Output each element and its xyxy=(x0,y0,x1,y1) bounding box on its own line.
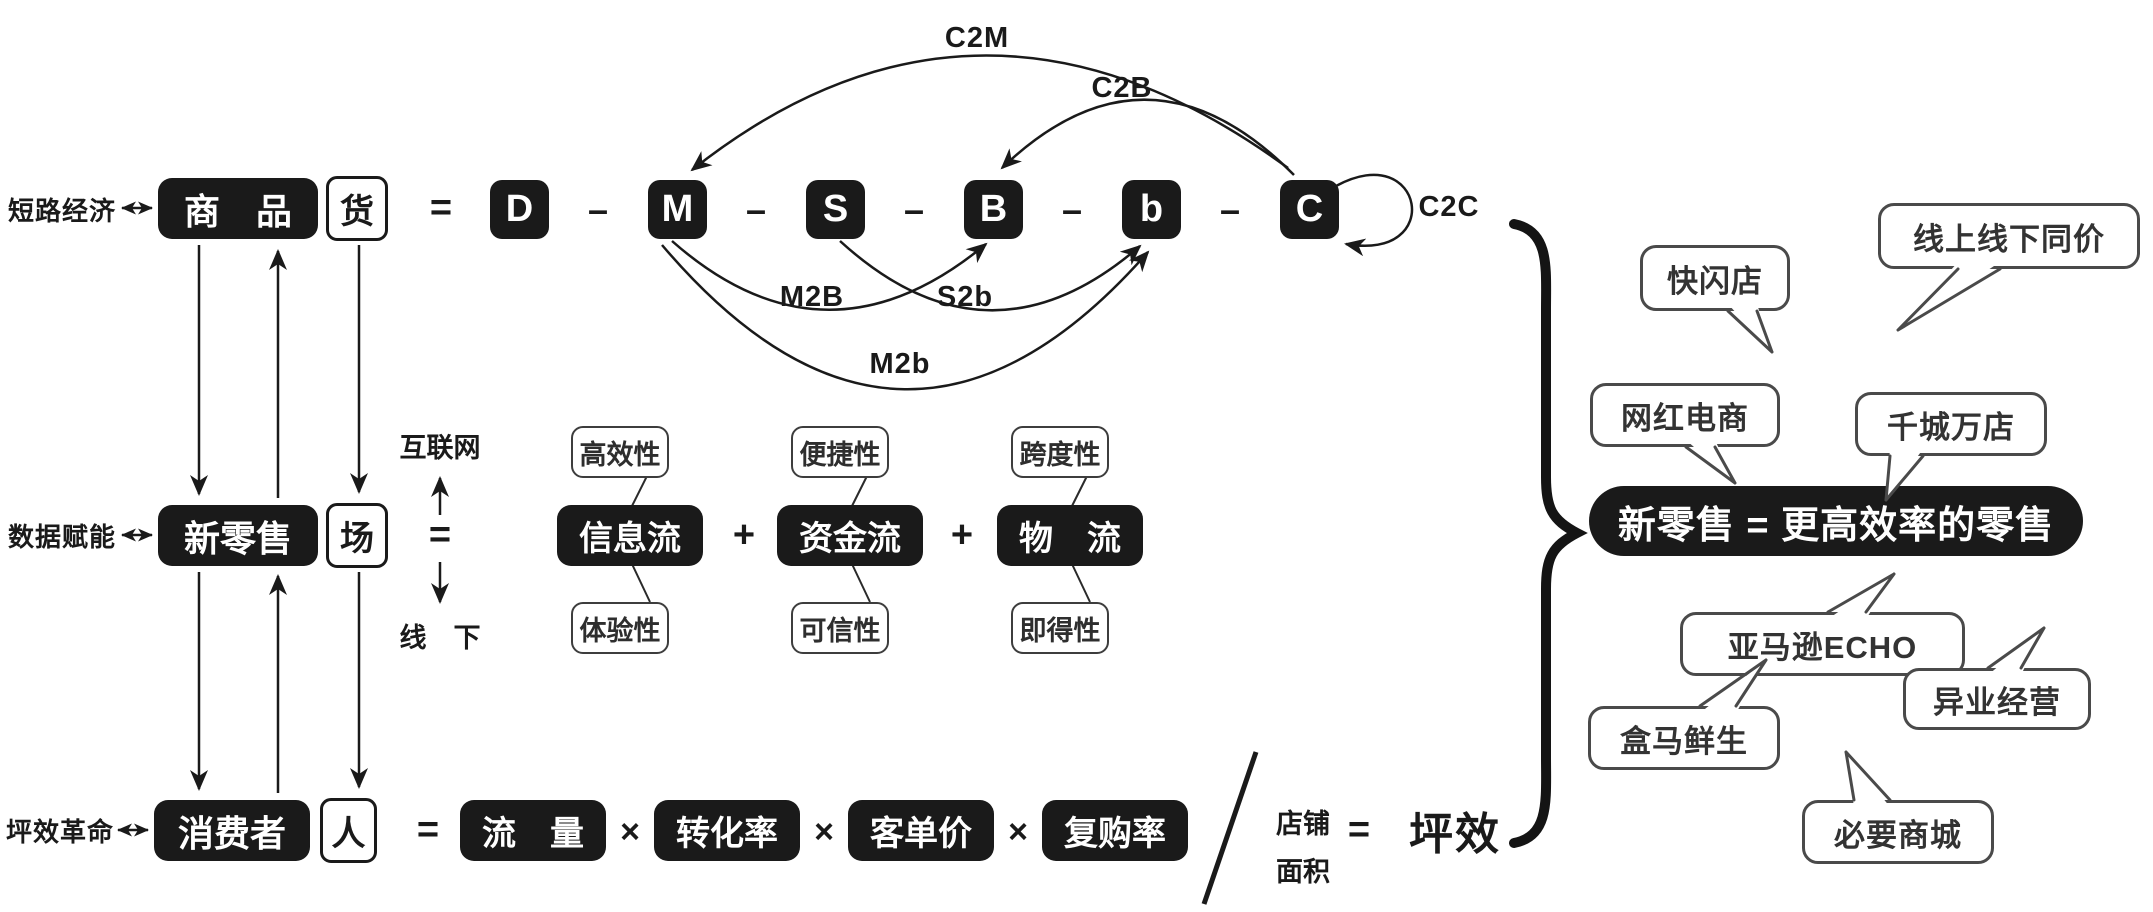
metric-box-repurchase: 复购率 xyxy=(1042,800,1188,861)
arc-m2b-upper xyxy=(671,240,988,311)
letter-dash-0: – xyxy=(587,189,609,230)
arc-c2b xyxy=(1000,98,1295,176)
flow-box-logistics: 物 流 xyxy=(997,505,1143,566)
bubble-same-price-online-offline: 线上线下同价 xyxy=(1878,203,2140,269)
attr-bubble-top-info: 高效性 xyxy=(571,426,669,478)
letter-box-B: B xyxy=(964,180,1023,239)
curly-brace xyxy=(1509,219,1588,848)
conclusion-pill: 新零售 = 更高效率的零售 xyxy=(1589,486,2083,556)
bubble-thousand-city-shops: 千城万店 xyxy=(1855,392,2047,456)
times-sign-1: × xyxy=(814,812,834,851)
connector-info-top xyxy=(631,473,649,507)
bubble-cross-industry: 异业经营 xyxy=(1903,668,2091,730)
divisor-store: 店铺 xyxy=(1276,808,1330,839)
bubble-biyao-mall: 必要商城 xyxy=(1802,800,1994,864)
equals-result: = xyxy=(1347,808,1371,851)
bubble-amazon-echo: 亚马逊ECHO xyxy=(1680,612,1965,676)
connector-logistics-top xyxy=(1071,473,1089,507)
equals-mid: = xyxy=(428,513,452,556)
goods-box: 商 品 xyxy=(158,178,318,239)
letter-dash-1: – xyxy=(745,189,767,230)
label-short-circuit-economy: 短路经济 xyxy=(7,195,116,226)
arc-label-m2b-lower: M2b xyxy=(869,347,931,380)
label-data-empowerment: 数据赋能 xyxy=(7,521,116,552)
attr-bubble-top-logistics: 跨度性 xyxy=(1011,426,1109,478)
letter-box-M: M xyxy=(648,180,707,239)
connector-info-bottom xyxy=(631,563,651,603)
equals-top: = xyxy=(429,186,453,229)
arc-label-s2b: S2b xyxy=(936,280,994,313)
tag-box-huo: 货 xyxy=(326,176,388,241)
metric-box-conversion: 转化率 xyxy=(654,800,800,861)
connector-capital-bottom xyxy=(851,563,871,603)
arc-s2b-lower xyxy=(839,240,1142,312)
arc-label-c2m: C2M xyxy=(944,21,1010,54)
bubble-influencer-ecommerce: 网红电商 xyxy=(1590,383,1780,447)
division-slash xyxy=(1201,751,1259,905)
metric-box-avg-ticket: 客单价 xyxy=(848,800,994,861)
new-retail-box: 新零售 xyxy=(158,505,318,566)
arc-m2b-lower xyxy=(661,244,1150,391)
label-offline: 线 下 xyxy=(399,622,481,653)
arc-c2c-self-loop xyxy=(1335,173,1414,257)
flow-box-info: 信息流 xyxy=(557,505,703,566)
letter-dash-2: – xyxy=(903,189,925,230)
letter-box-b: b xyxy=(1122,180,1181,239)
divisor-area: 面积 xyxy=(1276,856,1330,887)
connector-logistics-bottom xyxy=(1071,563,1091,603)
letter-box-S: S xyxy=(806,180,865,239)
attr-bubble-bottom-logistics: 即得性 xyxy=(1011,602,1109,654)
equals-bottom: = xyxy=(416,808,440,851)
attr-bubble-top-capital: 便捷性 xyxy=(791,426,889,478)
plus-sign-1: + xyxy=(950,513,974,556)
attr-bubble-bottom-capital: 可信性 xyxy=(791,602,889,654)
connector-capital-top xyxy=(851,473,869,507)
attr-bubble-bottom-info: 体验性 xyxy=(571,602,669,654)
bubble-hema-fresh: 盒马鲜生 xyxy=(1588,706,1780,770)
letter-dash-4: – xyxy=(1219,189,1241,230)
arc-c2m xyxy=(690,54,1289,172)
letter-box-D: D xyxy=(490,180,549,239)
tag-box-ren: 人 xyxy=(320,798,377,863)
consumer-box: 消费者 xyxy=(154,800,310,861)
letter-box-C: C xyxy=(1280,180,1339,239)
tag-box-chang: 场 xyxy=(326,503,388,568)
arc-label-m2b-upper: M2B xyxy=(779,280,845,313)
plus-sign-0: + xyxy=(732,513,756,556)
label-internet-online: 互联网 xyxy=(399,432,481,463)
times-sign-2: × xyxy=(1008,812,1028,851)
arc-label-c2b: C2B xyxy=(1091,71,1153,104)
metric-box-traffic: 流 量 xyxy=(460,800,606,861)
bubble-pop-up-store: 快闪店 xyxy=(1640,245,1790,311)
flow-box-capital: 资金流 xyxy=(777,505,923,566)
letter-dash-3: – xyxy=(1061,189,1083,230)
arc-label-c2c: C2C xyxy=(1418,190,1480,223)
result-floor-efficiency: 坪效 xyxy=(1409,810,1501,859)
times-sign-0: × xyxy=(620,812,640,851)
label-floor-efficiency-revolution: 坪效革命 xyxy=(5,816,114,847)
